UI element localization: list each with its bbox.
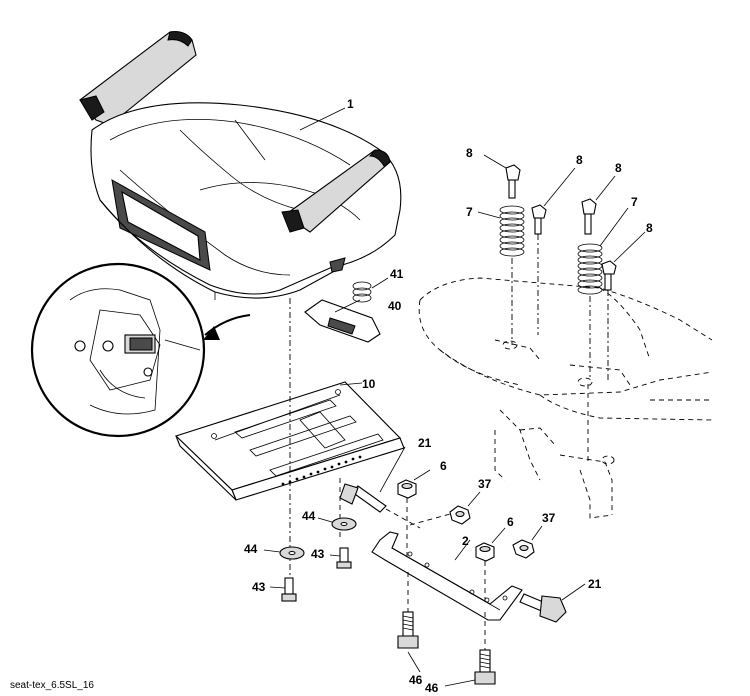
- callout-40: 40: [388, 299, 402, 313]
- bolt-46a: [397, 572, 421, 673]
- bolt-21b: [519, 583, 586, 623]
- detail-inset: [30, 262, 251, 438]
- washer-44b: [317, 517, 357, 531]
- callout-44a: 44: [244, 542, 258, 556]
- nut-6a: [397, 469, 431, 560]
- frame-phantom: [418, 277, 713, 519]
- callout-7a: 7: [466, 205, 473, 219]
- callout-37b: 37: [542, 511, 556, 525]
- callout-1: 1: [347, 97, 354, 111]
- bracket-2: [371, 531, 523, 621]
- seat: [79, 31, 402, 300]
- callout-21b: 21: [588, 577, 602, 591]
- callout-43b: 43: [311, 547, 325, 561]
- callout-44b: 44: [302, 509, 316, 523]
- washer-44a: [263, 546, 305, 560]
- callout-8d: 8: [646, 221, 653, 235]
- spring-7a: [477, 205, 525, 345]
- nut-37b: [512, 525, 543, 559]
- callout-7b: 7: [631, 195, 638, 209]
- nut-37a: [409, 491, 481, 526]
- callout-8b: 8: [576, 153, 583, 167]
- callout-8a: 8: [466, 146, 473, 160]
- callout-6b: 6: [507, 515, 514, 529]
- hole-row: [281, 455, 362, 486]
- bolt-46b: [444, 612, 496, 687]
- callout-6a: 6: [440, 459, 447, 473]
- callout-37a: 37: [478, 477, 492, 491]
- bolt-43a: [269, 577, 297, 602]
- bolt-43b: [329, 547, 352, 569]
- callout-46a: 46: [409, 673, 423, 687]
- bolt-8b: [531, 167, 576, 335]
- seat-pan-10: [174, 381, 405, 501]
- callout-43a: 43: [252, 580, 266, 594]
- bolt-8d: [601, 231, 646, 382]
- bolt-21a: [339, 446, 421, 529]
- callout-21a: 21: [418, 436, 432, 450]
- callout-2: 2: [462, 534, 469, 548]
- spring-41: [352, 277, 389, 303]
- callout-8c: 8: [615, 161, 622, 175]
- figure-caption: seat-tex_6.5SL_16: [10, 680, 94, 691]
- bolt-8a: [483, 154, 521, 199]
- callout-41: 41: [390, 267, 404, 281]
- nut-6b: [475, 527, 506, 600]
- spring-7b: [577, 207, 629, 380]
- callout-46b: 46: [425, 681, 439, 695]
- callout-10: 10: [362, 377, 376, 391]
- bracket-40: [304, 299, 381, 343]
- bolt-8c: [581, 175, 616, 235]
